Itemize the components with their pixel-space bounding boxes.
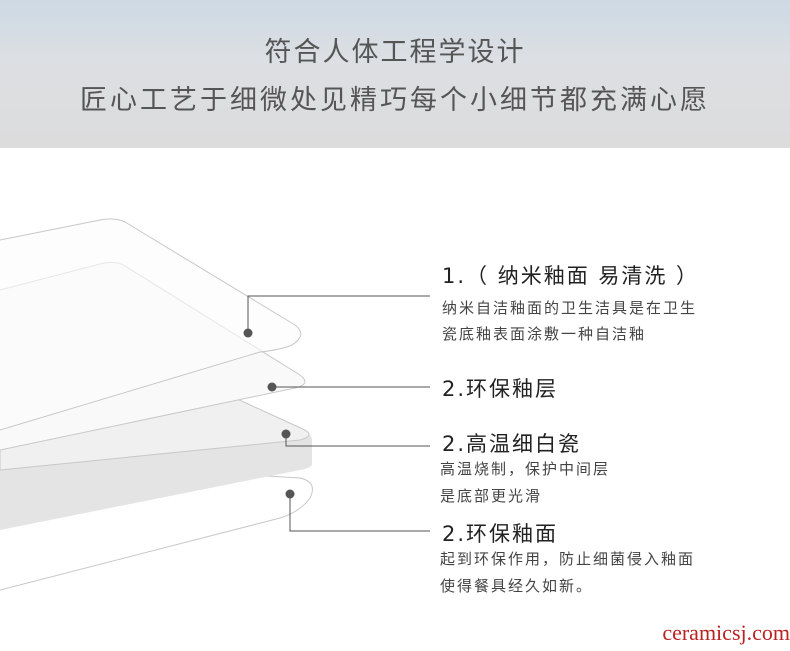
layer-4-desc-2: 使得餐具经久如新。 — [440, 577, 594, 595]
marker-dot-1 — [243, 328, 253, 338]
layer-2-title: 2.环保釉层 — [442, 377, 559, 401]
layer-3-desc-2: 是底部更光滑 — [440, 487, 543, 505]
layer-1-desc-1: 纳米自洁釉面的卫生洁具是在卫生 — [442, 299, 698, 317]
marker-dot-3 — [281, 429, 291, 439]
marker-dot-4 — [285, 489, 295, 499]
watermark: ceramicsj.com — [662, 620, 790, 645]
layer-3-title: 2.高温细白瓷 — [442, 432, 582, 456]
layer-4-desc-1: 起到环保作用，防止细菌侵入釉面 — [440, 550, 696, 568]
marker-dot-2 — [267, 382, 277, 392]
layer-1-title: 1.（ 纳米釉面 易清洗 ） — [442, 264, 700, 288]
leader-line-1 — [247, 295, 430, 333]
layer-3-desc-1: 高温烧制，保护中间层 — [440, 460, 611, 478]
banner-title: 符合人体工程学设计 — [264, 37, 526, 68]
layer-1-nano — [0, 218, 302, 431]
header-banner: 符合人体工程学设计 匠心工艺于细微处见精巧每个小细节都充满心愿 — [0, 0, 790, 148]
layer-4-title: 2.环保釉面 — [442, 522, 559, 546]
banner-subtitle: 匠心工艺于细微处见精巧每个小细节都充满心愿 — [80, 85, 710, 116]
leader-line-4 — [289, 494, 430, 532]
layer-1-desc-2: 瓷底釉表面涂敷一种自洁釉 — [442, 325, 647, 343]
